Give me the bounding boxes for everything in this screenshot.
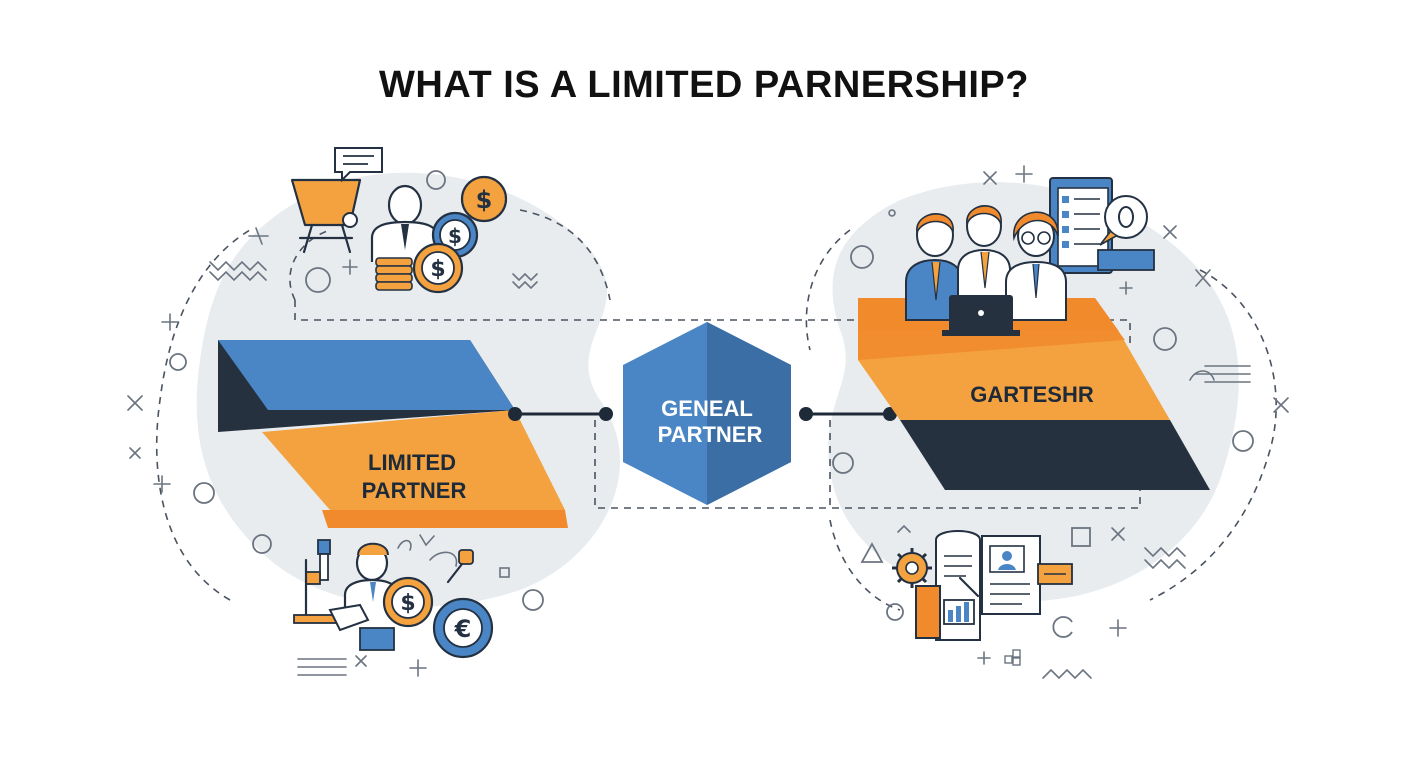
chat-bubble-icon [334, 147, 383, 183]
page-title: WHAT IS A LIMITED PARNERSHIP? [379, 64, 1029, 106]
decorative-zigzags [209, 260, 1186, 680]
bottom-left-icon-cluster: $ € [293, 534, 494, 659]
gear-icon [892, 548, 932, 588]
decorative-shapes [499, 524, 1091, 666]
bottom-right-icon-cluster [892, 530, 1073, 641]
svg-text:€: € [454, 615, 472, 643]
dollar-coin-icon: $ [382, 576, 434, 628]
decorative-crosses [127, 165, 1289, 677]
svg-text:$: $ [430, 257, 445, 282]
top-right-icon-cluster [905, 177, 1155, 336]
limited-partner-block: LIMITED PARTNER [218, 340, 568, 528]
euro-coin-icon: € [432, 597, 494, 659]
general-partner-line1: GENEAL [661, 396, 753, 421]
left-connector [508, 407, 613, 421]
laptop-icon [942, 295, 1020, 336]
svg-text:$: $ [448, 224, 462, 248]
chart-icon [943, 576, 980, 625]
dashed-connector-frame [289, 229, 1141, 509]
dollar-coin-icon: $ $ $ [412, 175, 508, 294]
general-partner-hexagon: GENEAL PARTNER [623, 322, 791, 505]
easel-icon [290, 178, 362, 254]
right-block-label: GARTESHR [970, 382, 1094, 407]
left-block-orange-face [262, 410, 565, 510]
coin-stack-icon [375, 257, 413, 291]
general-partner-line2: PARTNER [658, 422, 763, 447]
decorative-lines [297, 365, 1251, 676]
top-left-icon-cluster: $ $ $ [290, 147, 508, 294]
sketch-doodle-icon [397, 534, 474, 584]
team-people-icon [905, 205, 1067, 321]
left-block-orange-edge [322, 510, 568, 528]
worker-icon [328, 542, 400, 651]
limited-partner-line1: LIMITED [368, 450, 456, 475]
id-card-icon [981, 535, 1073, 615]
decorative-circles [169, 170, 1254, 638]
speech-bubble-icon [1099, 195, 1148, 246]
right-block-navy-face [900, 420, 1210, 490]
svg-text:$: $ [476, 186, 493, 214]
svg-text:$: $ [400, 591, 415, 616]
limited-partner-line2: PARTNER [362, 478, 467, 503]
left-block-blue-top [218, 340, 515, 410]
left-orbit-dashes [155, 209, 611, 601]
